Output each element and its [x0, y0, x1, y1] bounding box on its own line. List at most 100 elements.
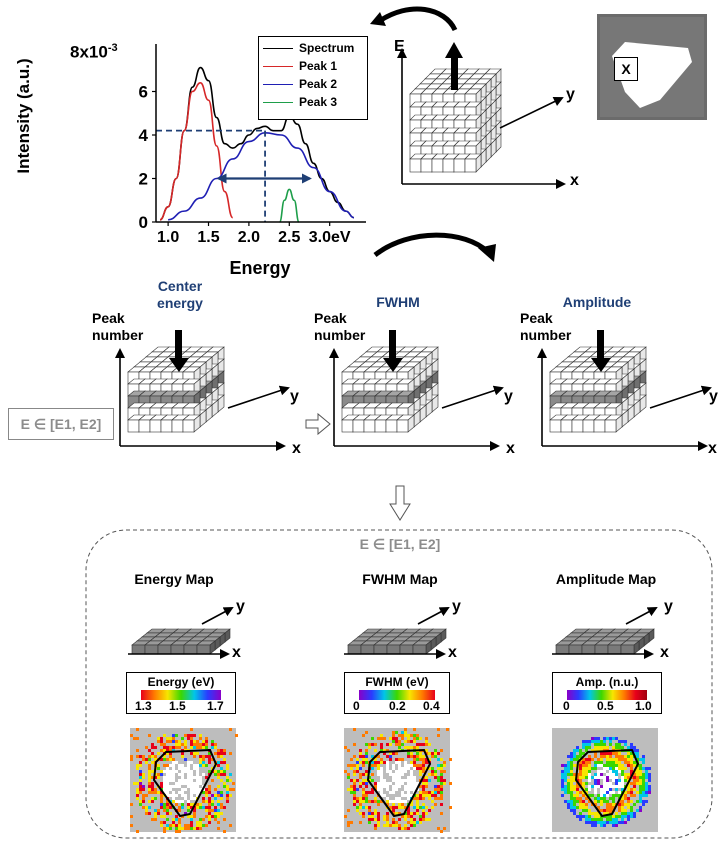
map-pixel	[434, 785, 437, 788]
map-pixel	[564, 770, 567, 773]
map-pixel	[570, 761, 573, 764]
map-pixel	[407, 740, 410, 743]
map-pixel	[434, 770, 437, 773]
map-pixel	[148, 764, 151, 767]
map-pixel	[217, 809, 220, 812]
map-pixel	[606, 794, 609, 797]
map-pixel	[392, 779, 395, 782]
map-pixel	[205, 788, 208, 791]
map-pixel	[226, 788, 229, 791]
map-pixel	[151, 770, 154, 773]
mid-cube-y-label: y	[290, 388, 299, 405]
map-pixel	[377, 761, 380, 764]
map-pixel	[392, 785, 395, 788]
map-pixel	[139, 791, 142, 794]
map-pixel	[365, 770, 368, 773]
map-pixel	[582, 809, 585, 812]
map-pixel	[148, 734, 151, 737]
map-pixel	[630, 767, 633, 770]
legend-swatch	[263, 84, 293, 85]
map-pixel	[362, 812, 365, 815]
map-pixel	[422, 758, 425, 761]
map-pixel	[392, 806, 395, 809]
map-pixel	[573, 785, 576, 788]
map-pixel	[130, 758, 133, 761]
map-pixel	[374, 782, 377, 785]
map-pixel	[404, 794, 407, 797]
map-pixel	[214, 773, 217, 776]
down-arrow-head	[383, 358, 403, 372]
flat-cube-y-label: y	[236, 598, 245, 615]
map-pixel	[217, 773, 220, 776]
map-pixel	[600, 797, 603, 800]
map-pixel	[633, 815, 636, 818]
map-pixel	[618, 755, 621, 758]
map-pixel	[603, 779, 606, 782]
map-pixel	[178, 779, 181, 782]
map-pixel	[398, 824, 401, 827]
map-pixel	[166, 767, 169, 770]
map-pixel	[139, 779, 142, 782]
map-pixel	[151, 761, 154, 764]
map-pixel	[217, 815, 220, 818]
map-pixel	[609, 782, 612, 785]
map-pixel	[187, 770, 190, 773]
map-pixel	[434, 803, 437, 806]
cube-face-front	[149, 419, 162, 433]
amplitude-label: Amplitude	[562, 294, 632, 310]
map-pixel	[193, 740, 196, 743]
map-pixel	[139, 773, 142, 776]
map-pixel	[217, 770, 220, 773]
map-pixel	[226, 794, 229, 797]
map-pixel	[588, 812, 591, 815]
map-pixel	[383, 785, 386, 788]
map-pixel	[449, 782, 452, 785]
map-pixel	[404, 815, 407, 818]
map-pixel	[627, 800, 630, 803]
map-pixel	[350, 788, 353, 791]
map-pixel	[136, 728, 139, 731]
map-pixel	[407, 752, 410, 755]
map-pixel	[636, 776, 639, 779]
map-pixel	[618, 770, 621, 773]
map-pixel	[217, 803, 220, 806]
map-pixel	[196, 776, 199, 779]
map-pixel	[588, 818, 591, 821]
map-pixel	[172, 764, 175, 767]
map-pixel	[190, 791, 193, 794]
map-pixel	[395, 752, 398, 755]
map-pixel	[597, 818, 600, 821]
map-pixel	[618, 821, 621, 824]
map-pixel	[365, 782, 368, 785]
map-pixel	[407, 821, 410, 824]
map-pixel	[573, 803, 576, 806]
map-pixel	[639, 779, 642, 782]
map-pixel	[597, 743, 600, 746]
map-pixel	[630, 809, 633, 812]
map-pixel	[398, 734, 401, 737]
map-pixel	[389, 770, 392, 773]
map-pixel	[633, 779, 636, 782]
map-pixel	[223, 770, 226, 773]
colorbar-tick: 1.3	[135, 699, 152, 713]
map-pixel	[618, 764, 621, 767]
map-pixel	[226, 764, 229, 767]
amplitude-colorbar: Amp. (n.u.) 0 0.5 1.0	[552, 672, 662, 714]
map-pixel	[645, 788, 648, 791]
map-pixel	[383, 782, 386, 785]
map-pixel	[371, 791, 374, 794]
map-pixel	[377, 803, 380, 806]
map-pixel	[413, 755, 416, 758]
map-pixel	[437, 788, 440, 791]
energy-colorbar: Energy (eV) 1.3 1.5 1.7	[126, 672, 236, 714]
axis-y-arrow	[417, 607, 450, 625]
map-pixel	[383, 794, 386, 797]
map-images	[130, 728, 658, 833]
cube-face-front	[386, 644, 401, 655]
map-pixel	[410, 764, 413, 767]
map-pixel	[223, 758, 226, 761]
map-pixel	[600, 800, 603, 803]
map-pixel	[199, 764, 202, 767]
map-pixel	[594, 815, 597, 818]
map-pixel	[621, 815, 624, 818]
